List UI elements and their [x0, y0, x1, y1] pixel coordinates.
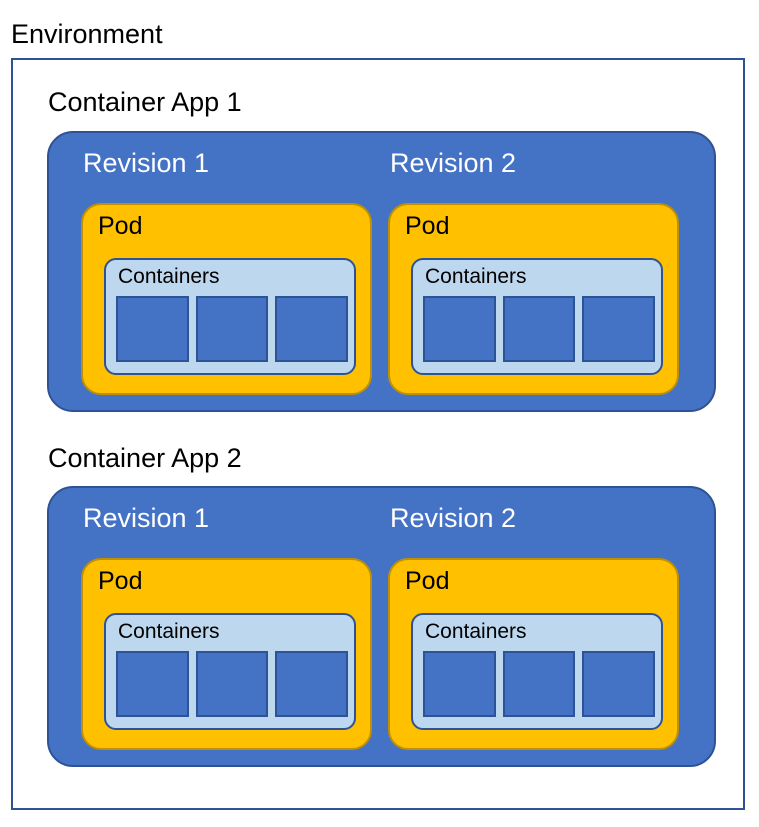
app2-revision-2-label: Revision 2: [390, 503, 517, 533]
app2-revision-1-pod: Pod Containers: [81, 558, 372, 750]
app2-revision-2-container-row: [423, 651, 656, 717]
container-app-1-revision-band: Revision 1 Revision 2 Pod Containers Pod…: [47, 131, 716, 412]
app2-revision-1-pod-label: Pod: [98, 567, 143, 595]
container-square: [195, 296, 269, 362]
app1-revision-2-container-row: [423, 296, 656, 362]
container-square: [502, 296, 576, 362]
app1-revision-1-containers-box: Containers: [104, 258, 356, 375]
environment-title: Environment: [11, 19, 163, 49]
container-square: [275, 651, 349, 717]
app1-revision-1-container-row: [116, 296, 349, 362]
app2-revision-2-pod-label: Pod: [405, 567, 450, 595]
app2-revision-1-label: Revision 1: [83, 503, 210, 533]
app2-revision-1-containers-label: Containers: [118, 620, 220, 643]
app1-revision-2-pod: Pod Containers: [388, 203, 679, 395]
app2-revision-1-container-row: [116, 651, 349, 717]
container-square: [116, 651, 189, 717]
container-square: [582, 296, 656, 362]
container-square: [275, 296, 349, 362]
app2-revision-2-containers-box: Containers: [411, 613, 663, 730]
app1-revision-1-label: Revision 1: [83, 148, 210, 178]
container-app-1-title: Container App 1: [48, 87, 242, 117]
container-square: [195, 651, 269, 717]
app1-revision-1-pod: Pod Containers: [81, 203, 372, 395]
app1-revision-2-containers-label: Containers: [425, 265, 527, 288]
app2-revision-2-pod: Pod Containers: [388, 558, 679, 750]
app1-revision-1-pod-label: Pod: [98, 212, 143, 240]
app1-revision-2-pod-label: Pod: [405, 212, 450, 240]
app1-revision-2-containers-box: Containers: [411, 258, 663, 375]
container-app-2-revision-band: Revision 1 Revision 2 Pod Containers Pod…: [47, 486, 716, 767]
app2-revision-1-containers-box: Containers: [104, 613, 356, 730]
container-square: [423, 651, 496, 717]
container-square: [502, 651, 576, 717]
app1-revision-2-label: Revision 2: [390, 148, 517, 178]
container-square: [582, 651, 656, 717]
app2-revision-2-containers-label: Containers: [425, 620, 527, 643]
app1-revision-1-containers-label: Containers: [118, 265, 220, 288]
container-square: [116, 296, 189, 362]
container-app-2-title: Container App 2: [48, 443, 242, 473]
container-square: [423, 296, 496, 362]
